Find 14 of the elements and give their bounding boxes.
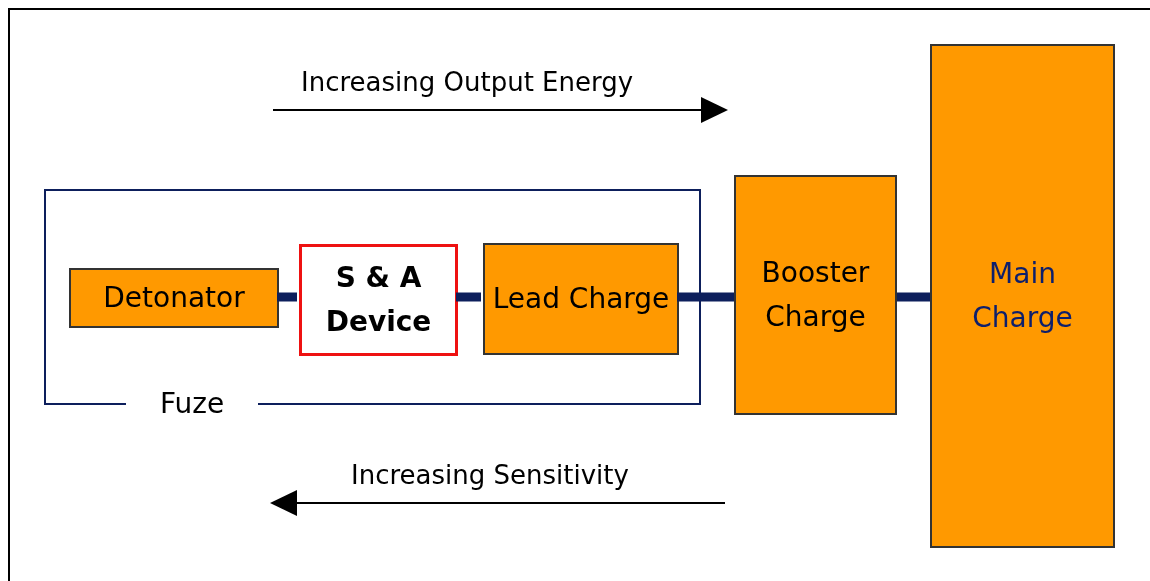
- node-label: Lead Charge: [491, 281, 671, 317]
- node-label: Detonator: [102, 280, 246, 316]
- device-box: [299, 244, 458, 356]
- charge-box: [69, 268, 279, 328]
- direction-label: Increasing Sensitivity: [351, 459, 629, 491]
- charge-box: [734, 175, 897, 415]
- charge-box: [930, 44, 1115, 548]
- connector-line: [897, 292, 930, 302]
- node-label: S & A Device: [324, 260, 433, 340]
- node-label: Main Charge: [971, 256, 1074, 336]
- node-label: Booster Charge: [760, 255, 871, 335]
- connector-line: [456, 292, 481, 302]
- direction-label: Increasing Output Energy: [301, 66, 634, 98]
- charge-box: [483, 243, 679, 355]
